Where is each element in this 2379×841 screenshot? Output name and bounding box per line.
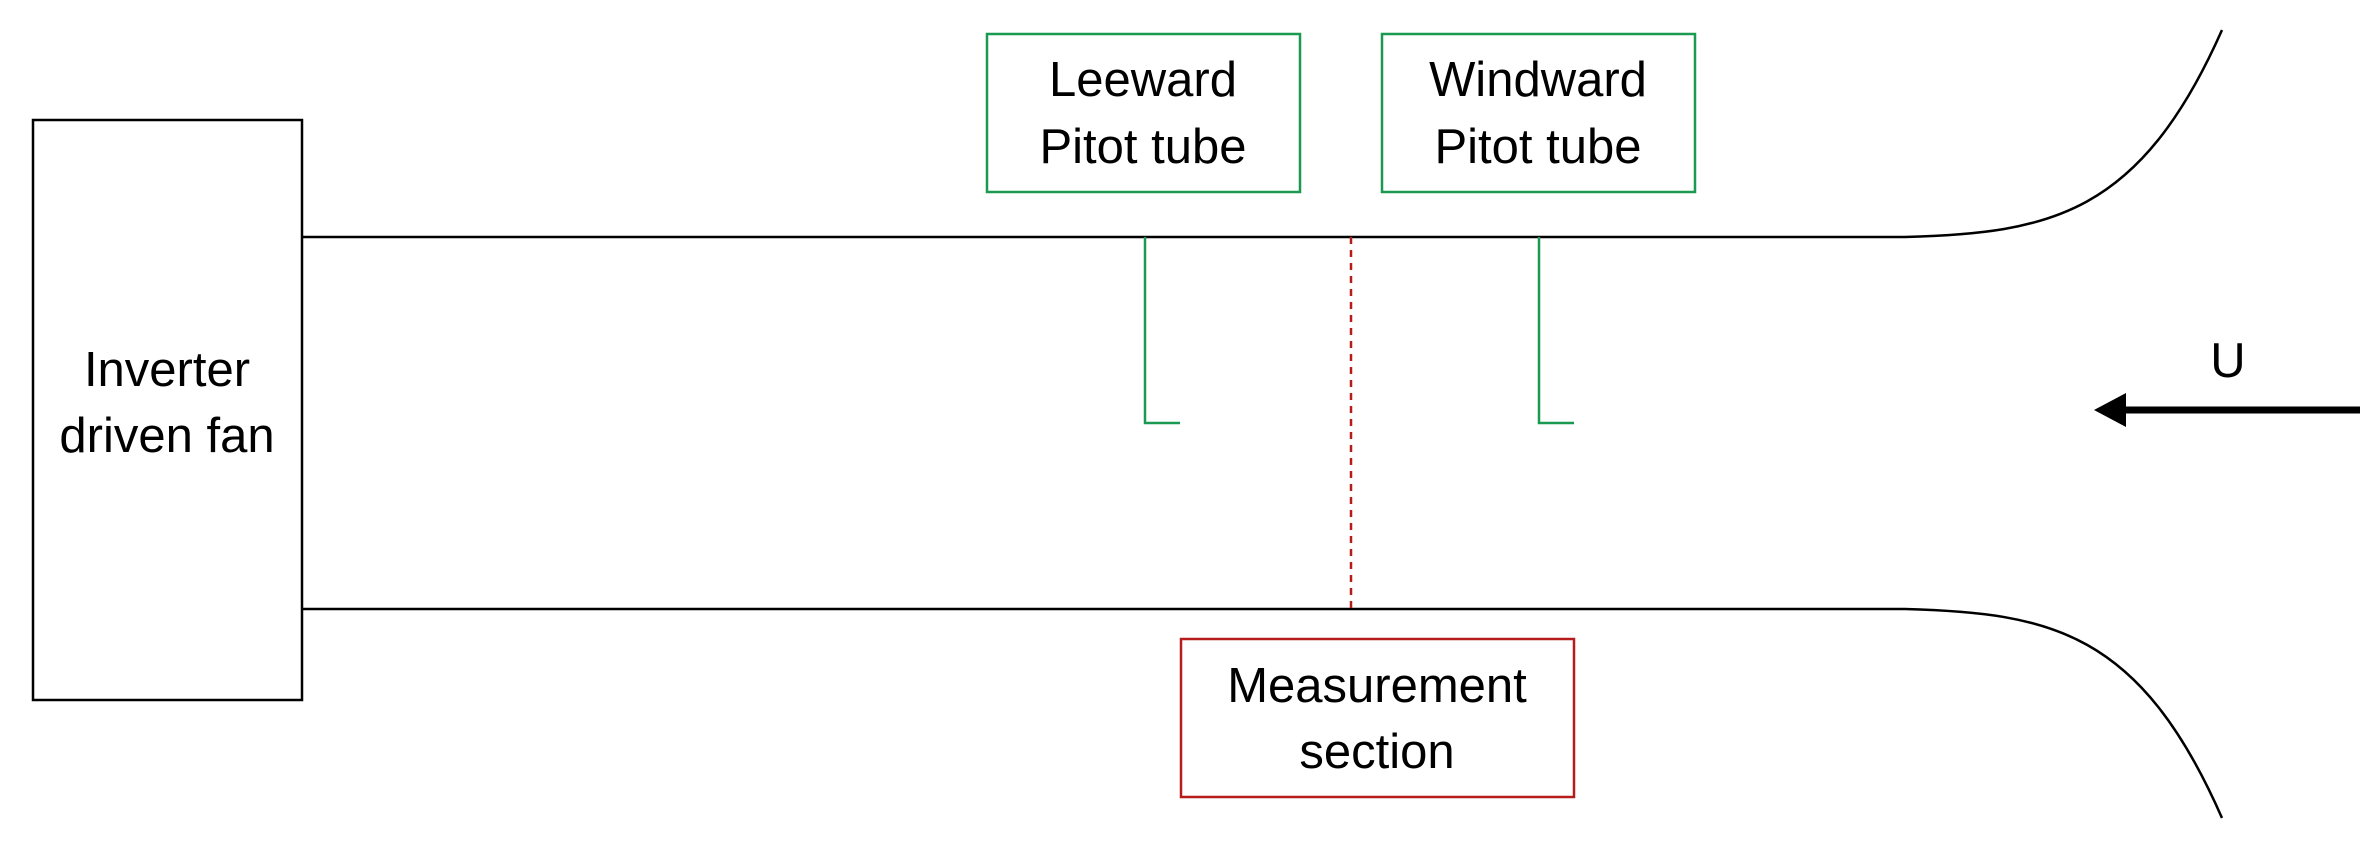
windward-pitot-tube	[1537, 237, 1574, 425]
leeward-pitot-tube	[1143, 237, 1180, 425]
measurement-label-box	[1179, 637, 1576, 799]
fan-label-line2: driven fan	[59, 409, 274, 463]
windward-pitot-label-line2: Pitot tube	[1434, 120, 1641, 174]
leeward-pitot-group: Leeward Pitot tube	[985, 32, 1302, 425]
flow-direction: U	[2094, 334, 2360, 427]
tunnel-walls	[302, 29, 2224, 819]
flow-arrow-head	[2094, 393, 2126, 427]
fan-label-line1: Inverter	[84, 343, 250, 397]
leeward-pitot-label-box	[985, 32, 1302, 194]
measurement-section-group: Measurement section	[1179, 637, 1576, 799]
measurement-label-line2: section	[1299, 725, 1454, 779]
windward-pitot-group: Windward Pitot tube	[1380, 32, 1697, 425]
tunnel-upper-wall	[302, 29, 2224, 239]
leeward-pitot-label-line1: Leeward	[1049, 53, 1237, 107]
fan-box	[31, 118, 304, 702]
leeward-pitot-label-line2: Pitot tube	[1039, 120, 1246, 174]
flow-velocity-label: U	[2210, 334, 2245, 388]
fan-block: Inverter driven fan	[31, 118, 304, 702]
tunnel-lower-wall	[302, 607, 2224, 819]
windward-pitot-label-box	[1380, 32, 1697, 194]
windward-pitot-label-line1: Windward	[1429, 53, 1647, 107]
measurement-label-line1: Measurement	[1227, 659, 1527, 713]
